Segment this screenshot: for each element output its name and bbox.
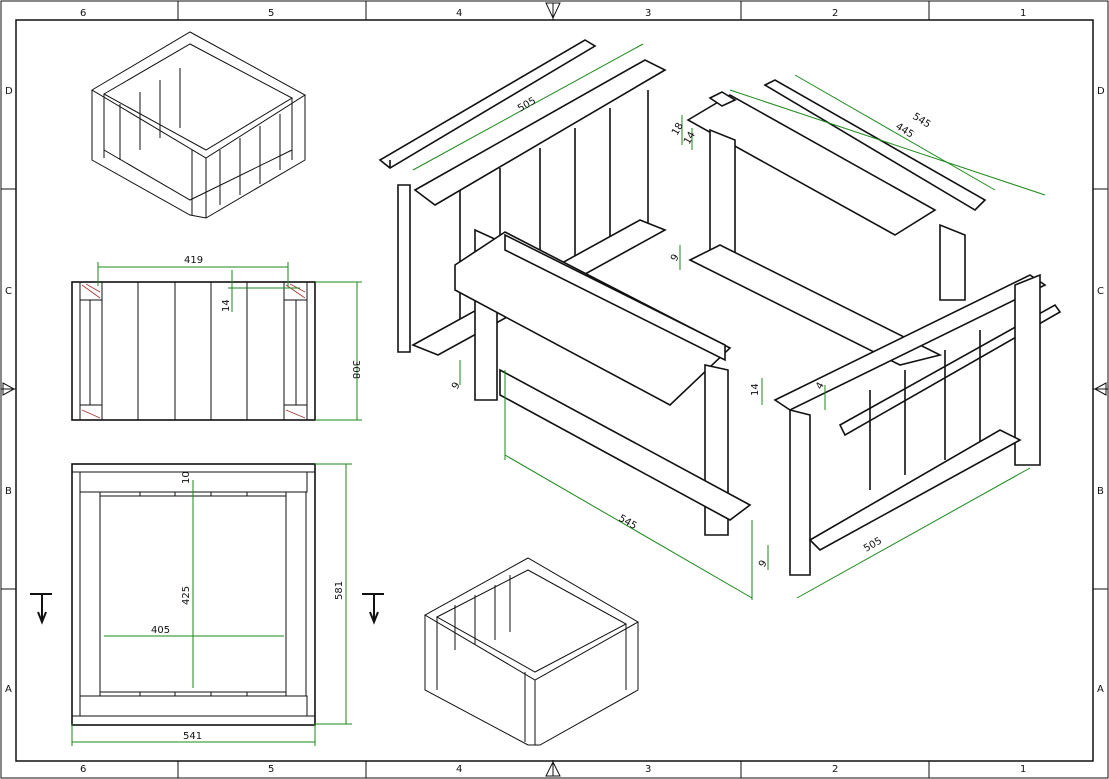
zone-col-2: 2 xyxy=(832,8,838,19)
zone-col-1-bottom: 1 xyxy=(1020,764,1026,775)
zone-col-4: 4 xyxy=(456,8,462,19)
zone-row-b: B xyxy=(5,486,12,497)
dim-side-gap: 9 xyxy=(757,558,770,569)
top-view: 10 425 405 581 541 xyxy=(30,463,384,746)
dim-front-gap: 9 xyxy=(450,380,463,391)
dim-front-board: 14 xyxy=(221,299,232,312)
zone-col-3-bottom: 3 xyxy=(645,764,651,775)
exploded-view xyxy=(378,39,1062,576)
zone-col-2-bottom: 2 xyxy=(832,764,838,775)
zone-col-5: 5 xyxy=(268,8,274,19)
dim-right-h2: 14 xyxy=(682,130,698,147)
zone-col-4-bottom: 4 xyxy=(456,764,462,775)
dim-top-outer-depth: 581 xyxy=(334,581,345,600)
zone-col-5-bottom: 5 xyxy=(268,764,274,775)
isometric-view-top xyxy=(91,31,306,219)
zone-row-a: A xyxy=(5,684,12,695)
zone-col-6-bottom: 6 xyxy=(80,764,86,775)
dim-top-inner-width: 405 xyxy=(151,625,170,636)
dim-front-height: 308 xyxy=(350,360,361,379)
isometric-view-bottom xyxy=(423,557,640,746)
zone-row-a-right: A xyxy=(1097,684,1104,695)
zone-col-3: 3 xyxy=(645,8,651,19)
dim-top-board: 10 xyxy=(181,471,192,484)
zone-col-1: 1 xyxy=(1020,8,1026,19)
dim-front-width: 419 xyxy=(184,255,203,266)
zone-col-6: 6 xyxy=(80,8,86,19)
zone-row-b-right: B xyxy=(1097,486,1104,497)
dim-back-rail: 505 xyxy=(516,96,538,115)
dim-right-gap: 9 xyxy=(669,252,682,263)
dim-side-h1: 14 xyxy=(750,383,761,396)
section-marker xyxy=(30,593,384,625)
dim-right-long: 545 xyxy=(910,111,932,130)
front-view: 419 14 308 xyxy=(71,255,362,421)
zone-row-d-right: D xyxy=(1097,86,1105,97)
zone-row-c-right: C xyxy=(1097,286,1104,297)
dim-side-h2: 4 xyxy=(814,380,827,391)
zone-row-d: D xyxy=(5,86,13,97)
zone-row-c: C xyxy=(5,286,12,297)
dim-top-inner-depth: 425 xyxy=(181,586,192,605)
dim-right-h1: 18 xyxy=(670,121,686,138)
dim-top-outer-width: 541 xyxy=(183,731,202,742)
dim-front-length: 545 xyxy=(617,513,639,532)
exploded-dimensions xyxy=(412,43,1046,600)
